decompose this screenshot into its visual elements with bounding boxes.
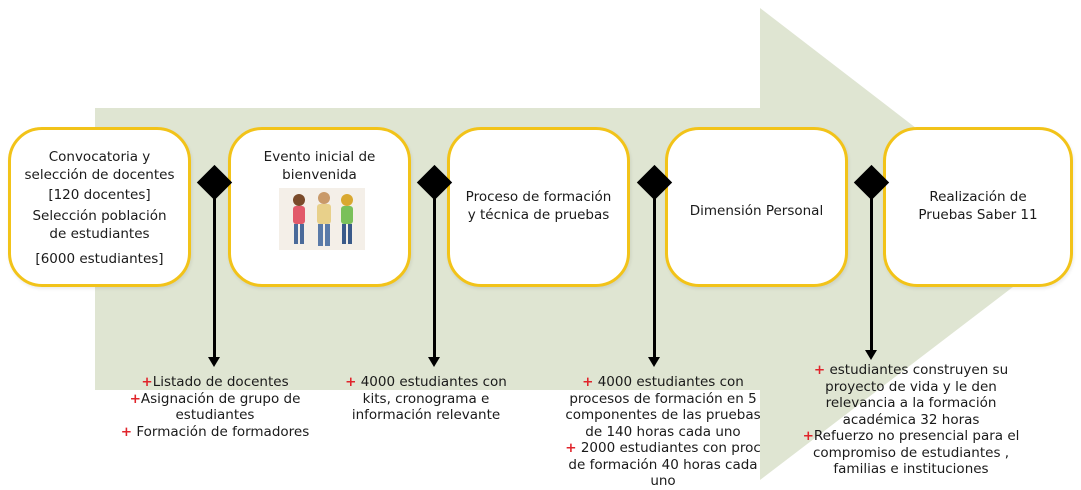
step-title: Selección población: [32, 208, 167, 224]
connector-line: [870, 196, 873, 352]
connector-arrowhead: [648, 357, 660, 367]
connector-arrowhead: [865, 350, 877, 360]
notes-dimension: + estudiantes construyen su proyecto de …: [796, 362, 1026, 478]
students-illustration: [279, 188, 365, 250]
connector-line: [433, 196, 436, 359]
step-title: Convocatoria y: [48, 149, 151, 165]
step-box-proceso: Proceso de formación y técnica de prueba…: [447, 127, 630, 287]
notes-proceso: + 4000 estudiantes con procesos de forma…: [563, 374, 763, 490]
connector-arrowhead: [208, 357, 220, 367]
step-title: bienvenida: [282, 167, 357, 183]
step-title: de estudiantes: [49, 226, 150, 242]
plus-icon: +: [120, 423, 133, 440]
connector-arrowhead: [428, 357, 440, 367]
note-item: +Asignación de grupo de estudiantes: [129, 390, 301, 424]
note-item: + estudiantes construyen su proyecto de …: [813, 362, 1009, 428]
step-count: [6000 estudiantes]: [35, 251, 164, 267]
step-box-realizacion: Realización de Pruebas Saber 11: [883, 127, 1073, 287]
connector-line: [213, 196, 216, 359]
notes-convocatoria: +Listado de docentes +Asignación de grup…: [95, 374, 335, 440]
note-item: +Refuerzo no presencial para el compromi…: [802, 428, 1020, 477]
step-count: [120 docentes]: [48, 187, 151, 203]
plus-icon: +: [565, 440, 577, 456]
step-title: Dimensión Personal: [689, 203, 824, 219]
step-title: y técnica de pruebas: [467, 207, 610, 223]
note-item: + 2000 estudiantes con proc de formación…: [565, 440, 761, 489]
step-title: Proceso de formación: [465, 189, 612, 205]
plus-icon: +: [141, 374, 153, 390]
note-item: + 4000 estudiantes con kits, cronograma …: [345, 374, 507, 423]
step-box-dimension: Dimensión Personal: [665, 127, 848, 287]
plus-icon: +: [813, 362, 826, 378]
plus-icon: +: [345, 374, 357, 390]
note-item: + 4000 estudiantes con procesos de forma…: [565, 374, 761, 440]
note-item: +Listado de docentes: [141, 374, 289, 390]
step-title: Realización de: [929, 189, 1027, 205]
step-title: Evento inicial de: [263, 149, 376, 165]
plus-icon: +: [129, 390, 141, 407]
notes-evento: + 4000 estudiantes con kits, cronograma …: [336, 374, 516, 424]
step-box-evento: Evento inicial de bienvenida: [228, 127, 411, 287]
step-title: Pruebas Saber 11: [918, 207, 1038, 223]
plus-icon: +: [582, 374, 594, 390]
step-title: selección de docentes: [24, 167, 175, 183]
connector-line: [653, 196, 656, 359]
step-box-convocatoria: Convocatoria y selección de docentes [12…: [8, 127, 191, 287]
plus-icon: +: [802, 428, 814, 444]
note-item: + Formación de formadores: [120, 423, 310, 440]
